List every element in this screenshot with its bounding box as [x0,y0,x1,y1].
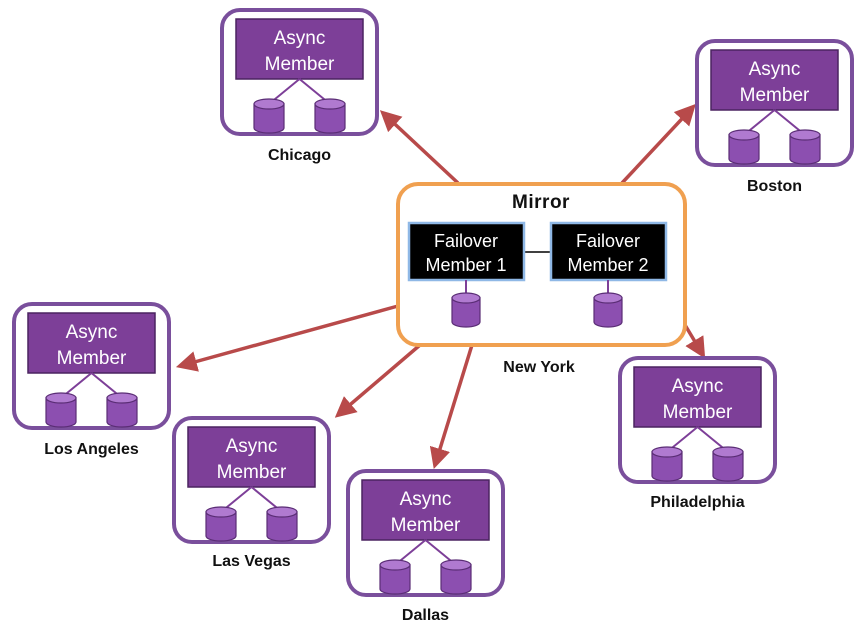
database-icon [253,98,285,134]
failover-member-2-box [549,221,668,282]
city-label-los-angeles: Los Angeles [44,441,139,458]
arrow-to-los-angeles [175,304,399,372]
database-icon [593,292,623,328]
database-icon [106,392,138,428]
arrow-to-boston [620,103,696,185]
async-member-line1: Async [274,28,326,49]
async-member-line1: Async [226,436,278,457]
mirror-title: Mirror [512,192,570,213]
async-member-line2: Member [663,402,733,423]
async-member-line2: Member [57,348,127,369]
failover-member-2: Failover Member 2 [549,221,668,282]
async-member-line1: Async [400,489,452,510]
async-member-line1: Async [749,59,801,80]
arrow-to-las-vegas [334,343,422,418]
failover-member-1-line1: Failover [434,231,498,251]
database-icon [789,129,821,165]
async-member-box [633,366,762,428]
failover-member-1: Failover Member 1 [407,221,526,282]
database-icon [440,559,472,595]
arrow-to-dallas [429,344,474,470]
mirror-group: Mirror Failover Member 1 Failover Member… [396,182,687,376]
mirror-location-label: New York [503,359,575,376]
async-member-box [361,479,490,541]
city-label-dallas: Dallas [402,607,449,624]
async-members: AsyncMemberChicagoAsyncMemberBostonAsync… [12,8,854,624]
failover-member-2-line2: Member 2 [567,255,648,275]
async-member-line2: Member [740,85,810,106]
async-member-box [27,312,156,374]
async-member-box [235,18,364,80]
database-icon [314,98,346,134]
async-member-line2: Member [217,462,287,483]
database-icon [205,506,237,542]
failover-member-1-line2: Member 1 [425,255,506,275]
city-label-las-vegas: Las Vegas [212,553,290,570]
replication-arrows [175,103,706,470]
city-label-philadelphia: Philadelphia [650,494,744,511]
database-icon [45,392,77,428]
city-label-chicago: Chicago [268,147,331,164]
async-member-box [187,426,316,488]
database-icon [379,559,411,595]
database-icon [712,446,744,482]
arrow-to-philadelphia [683,324,706,359]
database-icon [451,292,481,328]
async-member-box [710,49,839,111]
async-member-line1: Async [672,376,724,397]
async-member-line2: Member [265,54,335,75]
arrow-to-chicago [379,110,460,185]
async-member-line2: Member [391,515,461,536]
database-icon [651,446,683,482]
city-label-boston: Boston [747,178,802,195]
failover-member-1-box [407,221,526,282]
database-icon [266,506,298,542]
async-member-line1: Async [66,322,118,343]
database-icon [728,129,760,165]
failover-member-2-line1: Failover [576,231,640,251]
